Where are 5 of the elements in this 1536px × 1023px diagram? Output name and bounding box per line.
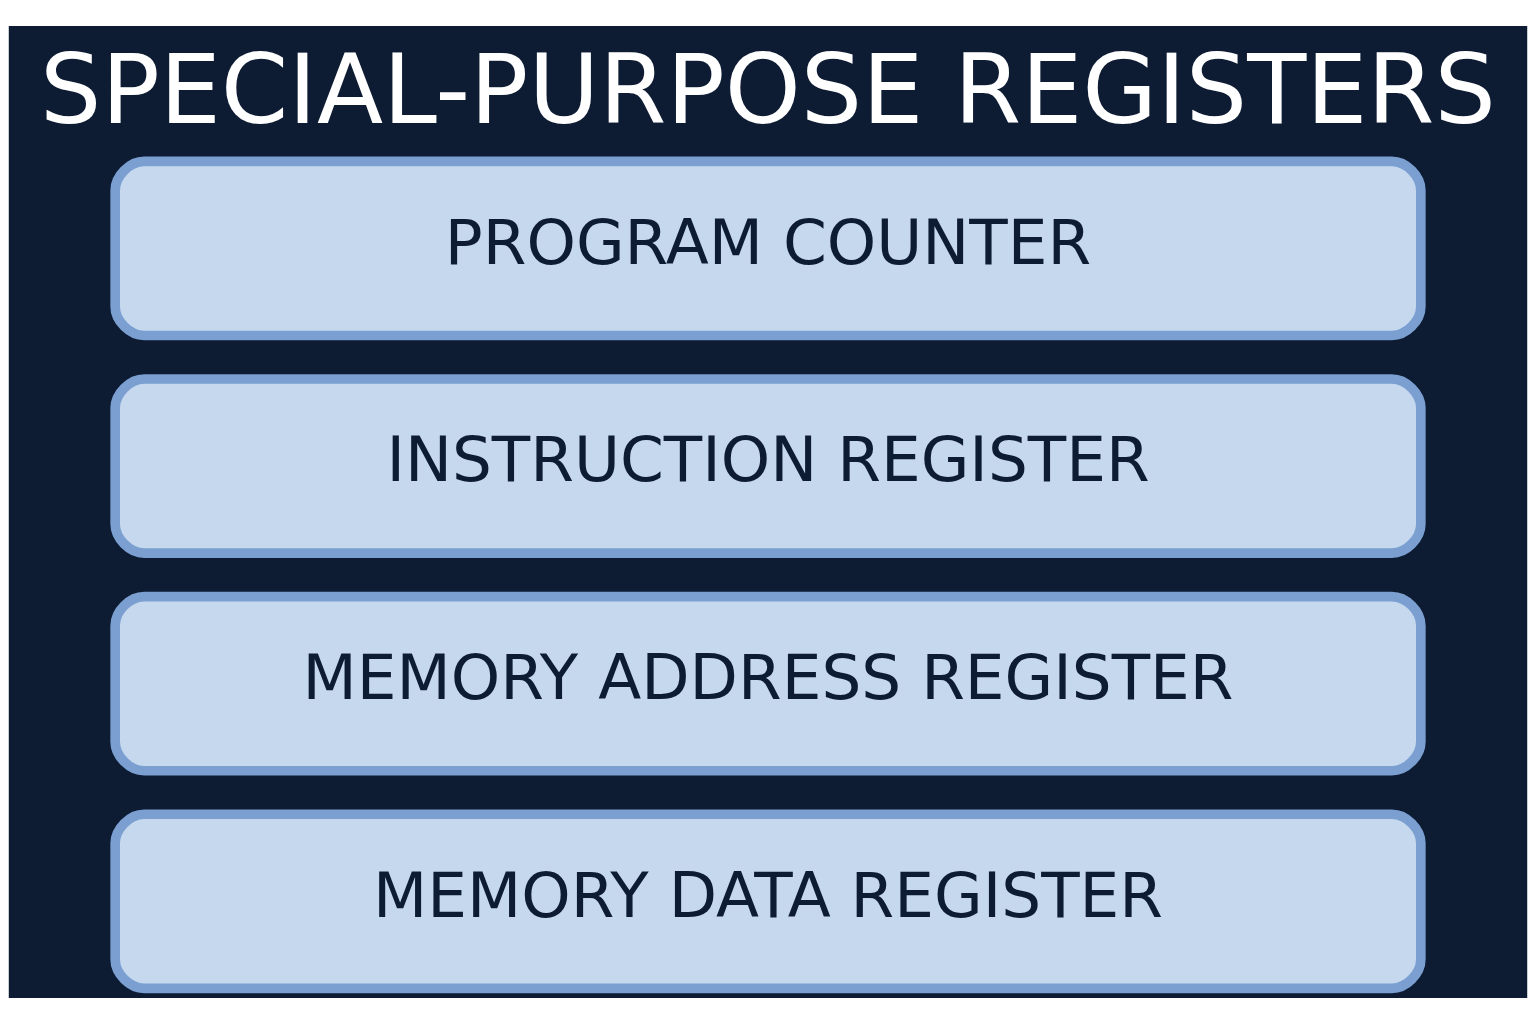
diagram-title: SPECIAL-PURPOSE REGISTERS (40, 32, 1496, 146)
node-box: INSTRUCTION REGISTER (110, 373, 1426, 558)
node-box: PROGRAM COUNTER (110, 156, 1426, 340)
node-box: MEMORY ADDRESS REGISTER (110, 591, 1426, 776)
node-box: MEMORY DATA REGISTER (110, 808, 1426, 993)
